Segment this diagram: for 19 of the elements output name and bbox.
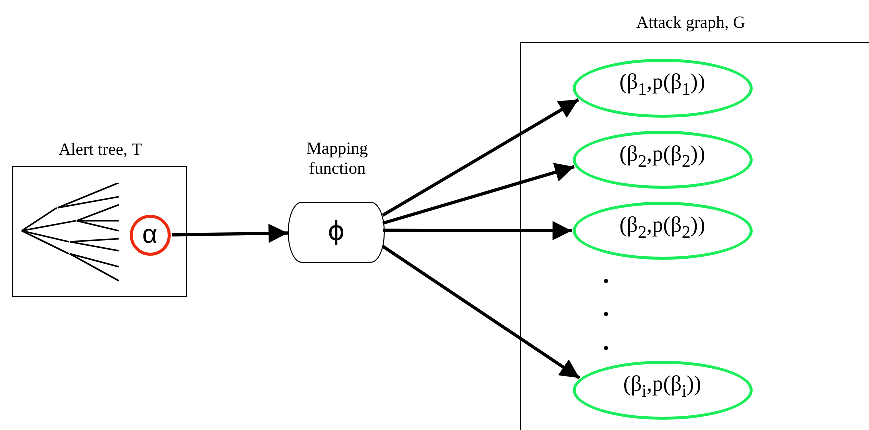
node-label: (β$_{i}$,p(β$_{i}$)) xyxy=(624,373,702,401)
node-label: (β$_{2}$,p(β$_{2}$)) xyxy=(620,142,706,170)
node-title: Alert tree, T xyxy=(58,140,144,160)
attack-node-ellipse xyxy=(572,58,752,118)
node-label: (β$_{2}$,p(β$_{2}$)) xyxy=(620,214,706,242)
arrow xyxy=(383,221,572,240)
node-title: Attack graph, G xyxy=(635,13,747,34)
arrow xyxy=(382,245,581,380)
arrow xyxy=(382,163,575,226)
attack-node-ellipse xyxy=(572,360,752,420)
alert-circle xyxy=(130,214,170,256)
symbol-label: α xyxy=(142,221,158,247)
node-label: (β$_{1}$,p(β$_{1}$)) xyxy=(620,71,706,99)
symbol-label: ϕ xyxy=(328,218,346,244)
node-title: Mapping function xyxy=(306,139,370,180)
arrow xyxy=(382,98,580,217)
attack-node-ellipse xyxy=(572,130,752,188)
attack-node-ellipse xyxy=(572,202,752,260)
arrow xyxy=(172,224,288,244)
